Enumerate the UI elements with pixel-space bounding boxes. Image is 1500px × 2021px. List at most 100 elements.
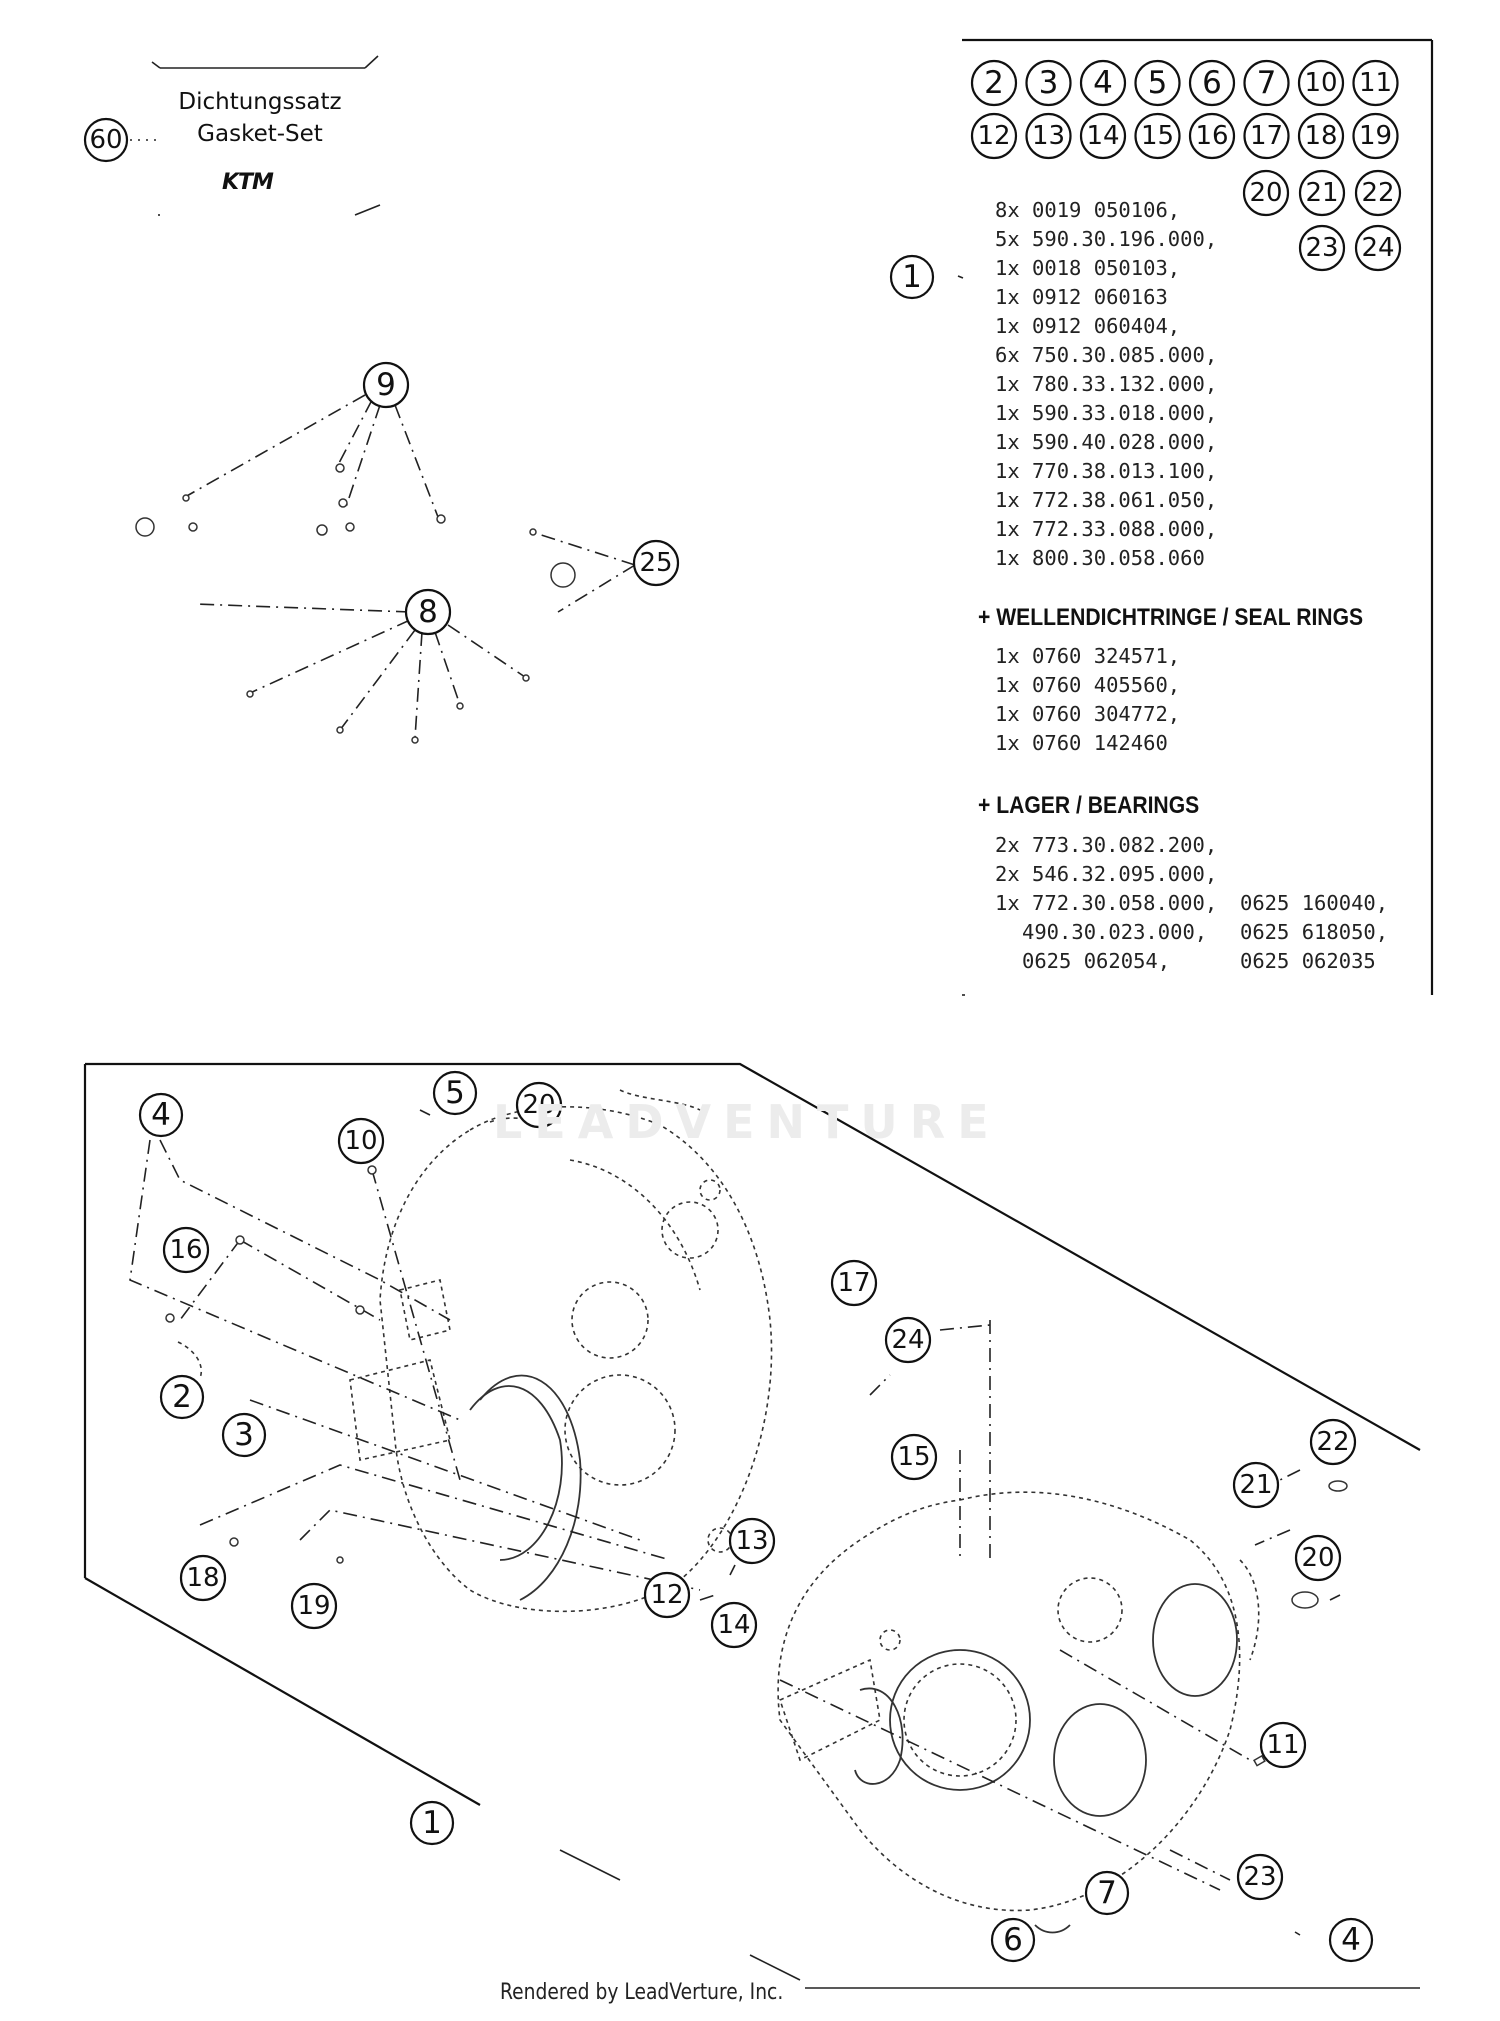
svg-text:16: 16	[169, 1235, 202, 1265]
callout-ring	[970, 112, 1018, 160]
svg-text:20: 20	[522, 1090, 555, 1120]
callout-ring	[1298, 169, 1346, 217]
svg-text:8: 8	[418, 594, 438, 630]
svg-text:10: 10	[344, 1126, 377, 1156]
parts-list-line: 1x 590.33.018.000,	[995, 401, 1218, 425]
parts-list-line: 1x 0018 050103,	[995, 256, 1181, 280]
parts-list-line: 1x 0912 060163	[995, 285, 1168, 309]
callout-11: 11	[1259, 1721, 1307, 1769]
callout-number: 17	[1250, 121, 1283, 151]
svg-text:1: 1	[422, 1805, 442, 1841]
gasket-set-label-en: Gasket-Set	[197, 121, 323, 147]
callout-ring	[1297, 59, 1345, 107]
svg-text:9: 9	[376, 367, 396, 403]
callout-13: 13	[728, 1517, 776, 1565]
callout-ring	[1242, 169, 1290, 217]
svg-text:19: 19	[297, 1591, 330, 1621]
bearings-list: 2x 773.30.082.200, 2x 546.32.095.000, 1x 7…	[995, 831, 1217, 918]
svg-text:5: 5	[445, 1075, 465, 1111]
callout-17: 17	[830, 1259, 878, 1307]
parts-list: 8x 0019 050106,5x 590.30.196.000,1x 0018…	[995, 196, 1217, 573]
callout-12: 12	[970, 112, 1018, 160]
callout-1-bottom: 1	[409, 1800, 455, 1846]
parts-list-line: 1x 0760 142460	[995, 731, 1168, 755]
parts-list-line: 2x 546.32.095.000,	[995, 862, 1218, 886]
callout-60: 60	[83, 117, 129, 163]
callout-number: 16	[1195, 121, 1228, 151]
watermark: LEADVENTURE	[493, 1095, 1001, 1149]
callout-23: 23	[1236, 1853, 1284, 1901]
callout-number: 7	[1257, 65, 1277, 101]
callout-16: 16	[162, 1226, 210, 1274]
parts-list-line: 1x 780.33.132.000,	[995, 372, 1218, 396]
callout-ring	[1352, 59, 1399, 107]
callout-ring	[1243, 59, 1290, 107]
callout-20: 20	[1242, 169, 1290, 217]
callout-6: 6	[1188, 59, 1236, 107]
ktm-logo: KTM	[222, 170, 274, 195]
callout-ring	[1188, 59, 1236, 107]
callout-18: 18	[1297, 112, 1345, 160]
callout-ring	[1354, 224, 1402, 272]
callout-ring	[1134, 59, 1181, 107]
parts-list-line: 1x 0912 060404,	[995, 314, 1181, 338]
callout-21: 21	[1298, 169, 1346, 217]
callout-16: 16	[1188, 112, 1236, 160]
svg-text:24: 24	[891, 1325, 924, 1355]
callout-ring	[1352, 112, 1399, 160]
svg-text:7: 7	[1097, 1875, 1117, 1911]
callout-number: 3	[1039, 65, 1059, 101]
callout-22: 22	[1309, 1418, 1357, 1466]
callout-ring	[1188, 112, 1236, 160]
callout-number: 6	[1202, 65, 1222, 101]
parts-list-line: 490.30.023.000,	[1022, 920, 1208, 944]
callout-3: 3	[1025, 59, 1072, 107]
svg-text:25: 25	[639, 548, 672, 578]
parts-list-line: 0625 618050,	[1240, 920, 1389, 944]
callout-10: 10	[1297, 59, 1345, 107]
callout-2: 2	[159, 1374, 205, 1420]
hardware-group	[135, 394, 636, 744]
callout-ring	[1025, 112, 1072, 160]
callout-11: 11	[1352, 59, 1399, 107]
parts-list-line: 1x 770.38.013.100,	[995, 459, 1218, 483]
callout-ring	[1079, 112, 1127, 160]
parts-list-line: 1x 590.40.028.000,	[995, 430, 1218, 454]
seal-rings-list: 1x 0760 324571,1x 0760 405560,1x 0760 30…	[995, 642, 1180, 758]
callout-number: 21	[1305, 178, 1338, 208]
parts-list-line: 1x 800.30.058.060	[995, 546, 1205, 570]
callout-2: 2	[970, 59, 1018, 107]
parts-list-line: 2x 773.30.082.200,	[995, 833, 1218, 857]
svg-text:14: 14	[717, 1610, 750, 1640]
seal-rings-heading: + WELLENDICHTRINGE / SEAL RINGS	[978, 604, 1364, 631]
svg-text:23: 23	[1243, 1862, 1276, 1892]
callout-13: 13	[1025, 112, 1072, 160]
parts-list-line: 1x 0760 324571,	[995, 644, 1181, 668]
svg-text:60: 60	[89, 125, 122, 155]
svg-text:12: 12	[650, 1580, 683, 1610]
bearings-col-right: 0625 160040,0625 618050,0625 062035	[1240, 889, 1388, 976]
callout-number: 23	[1305, 233, 1338, 263]
parts-list-line: 1x 772.30.058.000,	[995, 891, 1218, 915]
callout-9: 9	[362, 361, 410, 409]
callout-24: 24	[884, 1316, 932, 1364]
parts-list-line: 1x 0760 405560,	[995, 673, 1181, 697]
callout-5: 5	[1134, 59, 1181, 107]
svg-text:15: 15	[897, 1442, 930, 1472]
svg-text:11: 11	[1266, 1730, 1299, 1760]
callout-18: 18	[179, 1554, 227, 1602]
callout-7: 7	[1243, 59, 1290, 107]
left-crankcase-half	[349, 1089, 773, 1613]
callout-15: 15	[890, 1433, 938, 1481]
callout-15: 15	[1134, 112, 1181, 160]
callout-23: 23	[1298, 224, 1346, 272]
svg-text:4: 4	[151, 1097, 171, 1133]
bearings-heading: + LAGER / BEARINGS	[978, 792, 1200, 819]
callout-19: 19	[1352, 112, 1399, 160]
callout-ring	[970, 59, 1018, 107]
callout-8: 8	[404, 588, 452, 636]
callout-4-bottom: 4	[1328, 1917, 1374, 1963]
callout-ring	[1025, 59, 1072, 107]
parts-list-line: 1x 772.38.061.050,	[995, 488, 1218, 512]
